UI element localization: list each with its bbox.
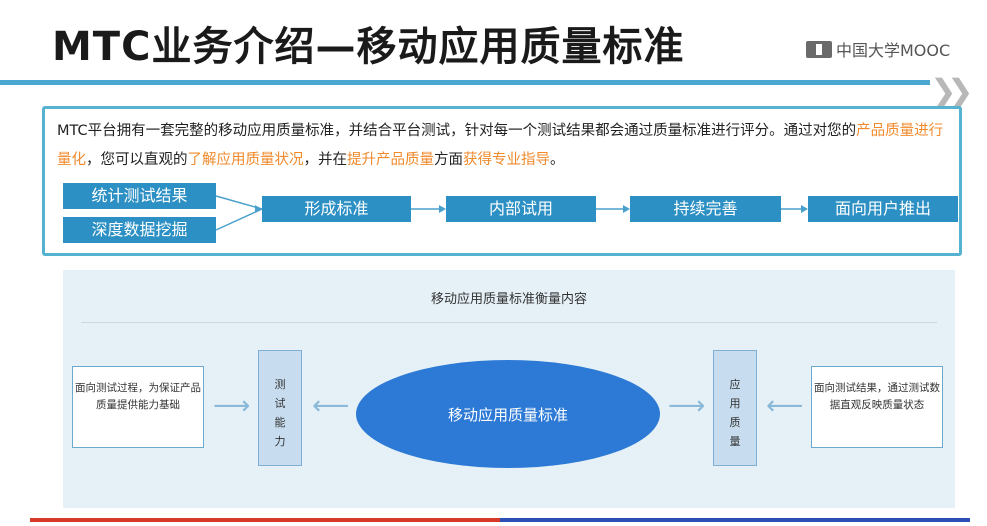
page-title: MTC业务介绍—移动应用质量标准 bbox=[52, 24, 685, 70]
brand-logo: 中国大学MOOC bbox=[806, 37, 950, 61]
title-divider bbox=[0, 80, 930, 85]
intro-part-2: ，您可以直观的 bbox=[86, 152, 188, 168]
arrowhead-icon bbox=[439, 205, 446, 213]
vertical-box-app-quality: 应用质量 bbox=[713, 350, 757, 466]
brand-label: 中国大学MOOC bbox=[836, 41, 951, 60]
arrow-left-icon: ⟵ bbox=[312, 391, 350, 421]
intro-text: MTC平台拥有一套完整的移动应用质量标准，并结合平台测试，针对每一个测试结果都会… bbox=[57, 117, 947, 175]
intro-highlight-3: 提升产品质量 bbox=[347, 152, 434, 168]
flow-input-1: 统计测试结果 bbox=[63, 183, 216, 209]
flow-step-1: 形成标准 bbox=[262, 196, 411, 222]
flow-input-2: 深度数据挖掘 bbox=[63, 217, 216, 243]
vertical-box-test-ability: 测试能力 bbox=[258, 350, 302, 466]
flow-step-3: 持续完善 bbox=[630, 196, 781, 222]
intro-part-5: 。 bbox=[550, 152, 565, 168]
intro-highlight-4: 获得专业指导 bbox=[463, 152, 550, 168]
vertical-label: 应用质量 bbox=[729, 378, 741, 448]
connector-line bbox=[215, 208, 263, 231]
bottom-bar-red bbox=[30, 518, 500, 522]
mooc-logo-icon bbox=[806, 40, 832, 58]
arrowhead-icon bbox=[623, 205, 630, 213]
intro-highlight-1: 产品质量进行量化 bbox=[57, 123, 944, 168]
center-ellipse: 移动应用质量标准 bbox=[356, 360, 660, 468]
connector-line bbox=[215, 195, 263, 210]
intro-box: MTC平台拥有一套完整的移动应用质量标准，并结合平台测试，针对每一个测试结果都会… bbox=[42, 106, 962, 256]
left-description-box: 面向测试过程，为保证产品质量提供能力基础 bbox=[72, 366, 204, 448]
arrow-right-icon: ⟶ bbox=[213, 391, 251, 421]
intro-part-4: 方面 bbox=[434, 152, 463, 168]
bottom-bar-blue bbox=[500, 518, 970, 522]
arrow-left-icon: ⟵ bbox=[766, 391, 804, 421]
flow-step-4: 面向用户推出 bbox=[808, 196, 958, 222]
panel-divider bbox=[81, 322, 937, 323]
right-description-box: 面向测试结果，通过测试数据直观反映质量状态 bbox=[811, 366, 943, 448]
arrow-right-icon: ⟶ bbox=[668, 391, 706, 421]
arrowhead-icon bbox=[255, 205, 262, 213]
panel-title: 移动应用质量标准衡量内容 bbox=[430, 292, 587, 307]
intro-part-1: MTC平台拥有一套完整的移动应用质量标准，并结合平台测试，针对每一个测试结果都会… bbox=[57, 123, 857, 139]
center-label: 移动应用质量标准 bbox=[447, 405, 568, 424]
arrowhead-icon bbox=[801, 205, 808, 213]
measure-panel: 移动应用质量标准衡量内容 bbox=[63, 270, 955, 508]
vertical-label: 测试能力 bbox=[274, 378, 286, 448]
flow-step-2: 内部试用 bbox=[446, 196, 596, 222]
intro-highlight-2: 了解应用质量状况 bbox=[187, 152, 304, 168]
intro-part-3: ，并在 bbox=[303, 152, 348, 168]
